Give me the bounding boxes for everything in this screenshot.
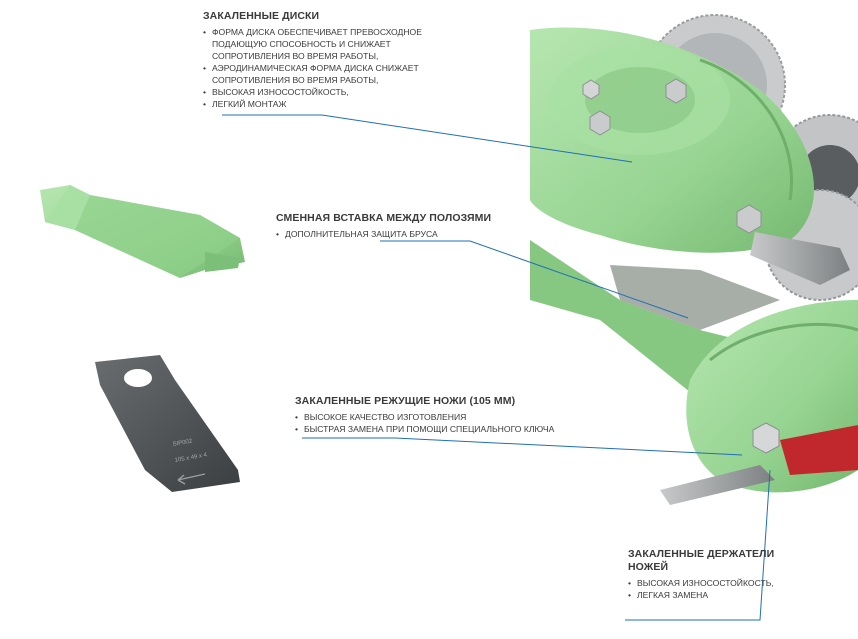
callout-cutting-knives: ЗАКАЛЕННЫЕ РЕЖУЩИЕ НОЖИ (105 ММ) ВЫСОКОЕ… [295, 395, 595, 435]
cutting-knife-part: SIP002 105 x 49 x 4 [95, 355, 240, 492]
callout-title: СМЕННАЯ ВСТАВКА МЕЖДУ ПОЛОЗЯМИ [276, 212, 492, 224]
lower-knife [660, 465, 775, 505]
leader-discs [222, 114, 633, 163]
callout-item: АЭРОДИНАМИЧЕСКАЯ ФОРМА ДИСКА СНИЖАЕТ СОП… [203, 62, 438, 86]
callout-hardened-discs: ЗАКАЛЕННЫЕ ДИСКИ ФОРМА ДИСКА ОБЕСПЕЧИВАЕ… [203, 10, 438, 110]
bolt-3 [582, 79, 600, 100]
callout-item: ЛЕГКИЙ МОНТАЖ [203, 98, 438, 110]
leader-knives [302, 437, 743, 456]
arrow-icon [177, 473, 206, 481]
bolt-4 [736, 204, 762, 234]
leader-holders [625, 469, 771, 621]
leader-insert [380, 240, 689, 319]
callout-item: ВЫСОКАЯ ИЗНОСОСТОЙКОСТЬ, [203, 86, 438, 98]
replaceable-insert-part [40, 185, 245, 278]
bolt-1 [589, 110, 611, 136]
bolt-5 [752, 422, 780, 454]
callout-item: ДОПОЛНИТЕЛЬНАЯ ЗАЩИТА БРУСА [276, 228, 506, 240]
callout-item: ВЫСОКОЕ КАЧЕСТВО ИЗГОТОВЛЕНИЯ [295, 411, 595, 423]
callout-title: ЗАКАЛЕННЫЕ РЕЖУЩИЕ НОЖИ (105 ММ) [295, 395, 516, 407]
upper-knife [750, 232, 850, 285]
callout-item: ЛЕГКАЯ ЗАМЕНА [628, 589, 798, 601]
callout-item: БЫСТРАЯ ЗАМЕНА ПРИ ПОМОЩИ СПЕЦИАЛЬНОГО К… [295, 423, 595, 435]
callout-title: ЗАКАЛЕННЫЕ ДЕРЖАТЕЛИ НОЖЕЙ [628, 548, 775, 573]
knife-holder-red [780, 425, 858, 475]
knife-marking-2: 105 x 49 x 4 [174, 452, 208, 464]
callout-title: ЗАКАЛЕННЫЕ ДИСКИ [203, 10, 320, 22]
bolt-2 [665, 78, 687, 104]
callout-item: ВЫСОКАЯ ИЗНОСОСТОЙКОСТЬ, [628, 577, 798, 589]
knife-mount-hole [124, 369, 152, 387]
callout-knife-holders: ЗАКАЛЕННЫЕ ДЕРЖАТЕЛИ НОЖЕЙ ВЫСОКАЯ ИЗНОС… [628, 548, 798, 601]
callout-item: ФОРМА ДИСКА ОБЕСПЕЧИВАЕТ ПРЕВОСХОДНОЕ ПО… [203, 26, 438, 62]
upper-disc [530, 27, 814, 253]
knife-marking-1: SIP002 [172, 439, 193, 448]
cutter-bar-slot [610, 265, 780, 330]
callout-replaceable-insert: СМЕННАЯ ВСТАВКА МЕЖДУ ПОЛОЗЯМИ ДОПОЛНИТЕ… [276, 212, 506, 240]
leader-lines [222, 114, 771, 621]
